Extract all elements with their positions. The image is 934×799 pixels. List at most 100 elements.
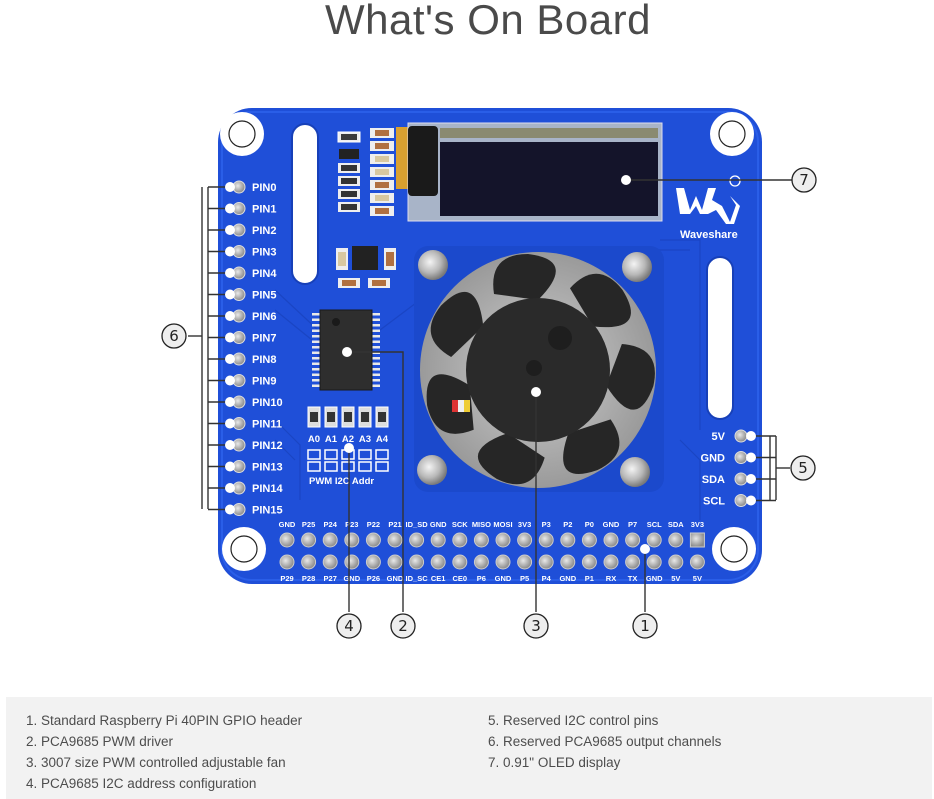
pwm-pin: PIN4	[208, 266, 277, 280]
gpio-top-label: GND	[279, 520, 296, 529]
gpio-top-label: P24	[324, 520, 338, 529]
gpio-top-label: P21	[388, 520, 401, 529]
smd-components	[336, 128, 396, 288]
callout-2: 2	[390, 613, 416, 639]
pwm-pin-label: PIN8	[252, 354, 276, 366]
gpio-top-label: GND	[430, 520, 447, 529]
legend-item: 2. PCA9685 PWM driver	[26, 734, 174, 749]
screw	[620, 457, 650, 487]
pwm-pin: PIN11	[208, 417, 282, 431]
address-jumper: A1	[324, 406, 338, 472]
pwm-pin: PIN9	[208, 374, 276, 388]
pwm-pin-label: PIN5	[252, 290, 276, 302]
callout-6: 6	[161, 323, 187, 349]
fan-blade	[426, 374, 474, 434]
gpio-top-label: 3V3	[691, 520, 704, 529]
legend-item: 1. Standard Raspberry Pi 40PIN GPIO head…	[26, 713, 303, 728]
i2c-pin-label: 5V	[712, 431, 726, 443]
pwm-pin-label: PIN15	[252, 505, 283, 517]
gpio-top-label: 3V3	[518, 520, 531, 529]
gpio-top-label: P2	[563, 520, 572, 529]
address-config-label: PWM I2C Addr	[309, 476, 374, 487]
gpio-header: GNDP29P25P28P24P27P23GNDP22P26P21GNDID_S…	[279, 520, 705, 583]
gpio-bottom-label: GND	[559, 574, 576, 583]
pwm-pin-label: PIN14	[252, 483, 283, 495]
legend-panel: 1. Standard Raspberry Pi 40PIN GPIO head…	[6, 697, 932, 799]
gpio-bottom-label: GND	[343, 574, 360, 583]
gpio-bottom-label: GND	[387, 574, 404, 583]
pca9685-chip	[312, 309, 380, 391]
i2c-pin: 5V	[712, 429, 776, 443]
gpio-pin-pair: GND CE1	[430, 520, 447, 583]
pwm-pin-label: PIN6	[252, 311, 276, 323]
brand-text: Waveshare	[680, 229, 738, 241]
fan-blade	[493, 254, 556, 300]
cooling-fan	[414, 246, 664, 492]
gpio-top-label: P7	[628, 520, 637, 529]
gpio-bottom-label: P4	[542, 574, 552, 583]
address-jumper-label: A1	[325, 434, 338, 445]
pwm-pin-label: PIN12	[252, 440, 283, 452]
i2c-control-pins: 5V GND SDA SCL	[701, 429, 776, 508]
svg-text:2: 2	[398, 617, 408, 635]
oled-display	[396, 122, 663, 222]
pwm-pin-label: PIN2	[252, 225, 276, 237]
i2c-pin-label: SCL	[703, 496, 725, 508]
gpio-bottom-label: TX	[628, 574, 638, 583]
pwm-pin: PIN0	[208, 180, 276, 194]
pwm-pin-label: PIN4	[252, 268, 277, 280]
pwm-pin-label: PIN13	[252, 462, 283, 474]
gpio-bottom-label: GND	[495, 574, 512, 583]
gpio-top-label: GND	[603, 520, 620, 529]
callout-1: 1	[632, 613, 658, 639]
pwm-pin-label: PIN3	[252, 247, 276, 259]
pwm-pin-label: PIN0	[252, 182, 276, 194]
screw	[418, 250, 448, 280]
mounting-hole	[222, 527, 266, 571]
pwm-pin: PIN15	[208, 503, 283, 517]
i2c-pin-label: SDA	[702, 474, 725, 486]
address-jumper-label: A3	[359, 434, 371, 445]
gpio-bottom-label: CE1	[431, 574, 446, 583]
screw	[417, 455, 447, 485]
pwm-pin: PIN8	[208, 352, 276, 366]
screw	[622, 252, 652, 282]
pwm-pin: PIN2	[208, 223, 276, 237]
gpio-bottom-label: 5V	[671, 574, 680, 583]
legend-item: 7. 0.91" OLED display	[488, 755, 621, 770]
waveshare-logo: Waveshare	[676, 175, 741, 241]
address-jumper: A3	[358, 406, 372, 472]
gpio-bottom-label: P5	[520, 574, 529, 583]
gpio-bottom-label: CE0	[453, 574, 468, 583]
gpio-top-label: P23	[345, 520, 358, 529]
slot-left	[291, 123, 319, 285]
pwm-pin-label: PIN10	[252, 397, 283, 409]
gpio-bottom-label: P1	[585, 574, 594, 583]
legend-item: 4. PCA9685 I2C address configuration	[26, 776, 257, 791]
address-jumper: A0	[307, 406, 321, 472]
svg-text:6: 6	[169, 327, 179, 345]
pwm-pin-label: PIN9	[252, 376, 276, 388]
address-jumper-label: A0	[308, 434, 320, 445]
callout-4: 4	[336, 613, 362, 639]
gpio-top-label: SCL	[647, 520, 662, 529]
pwm-pin: PIN1	[208, 202, 276, 216]
fan-blade	[569, 273, 631, 328]
i2c-pin-label: GND	[701, 453, 726, 465]
legend-item: 5. Reserved I2C control pins	[488, 713, 659, 728]
